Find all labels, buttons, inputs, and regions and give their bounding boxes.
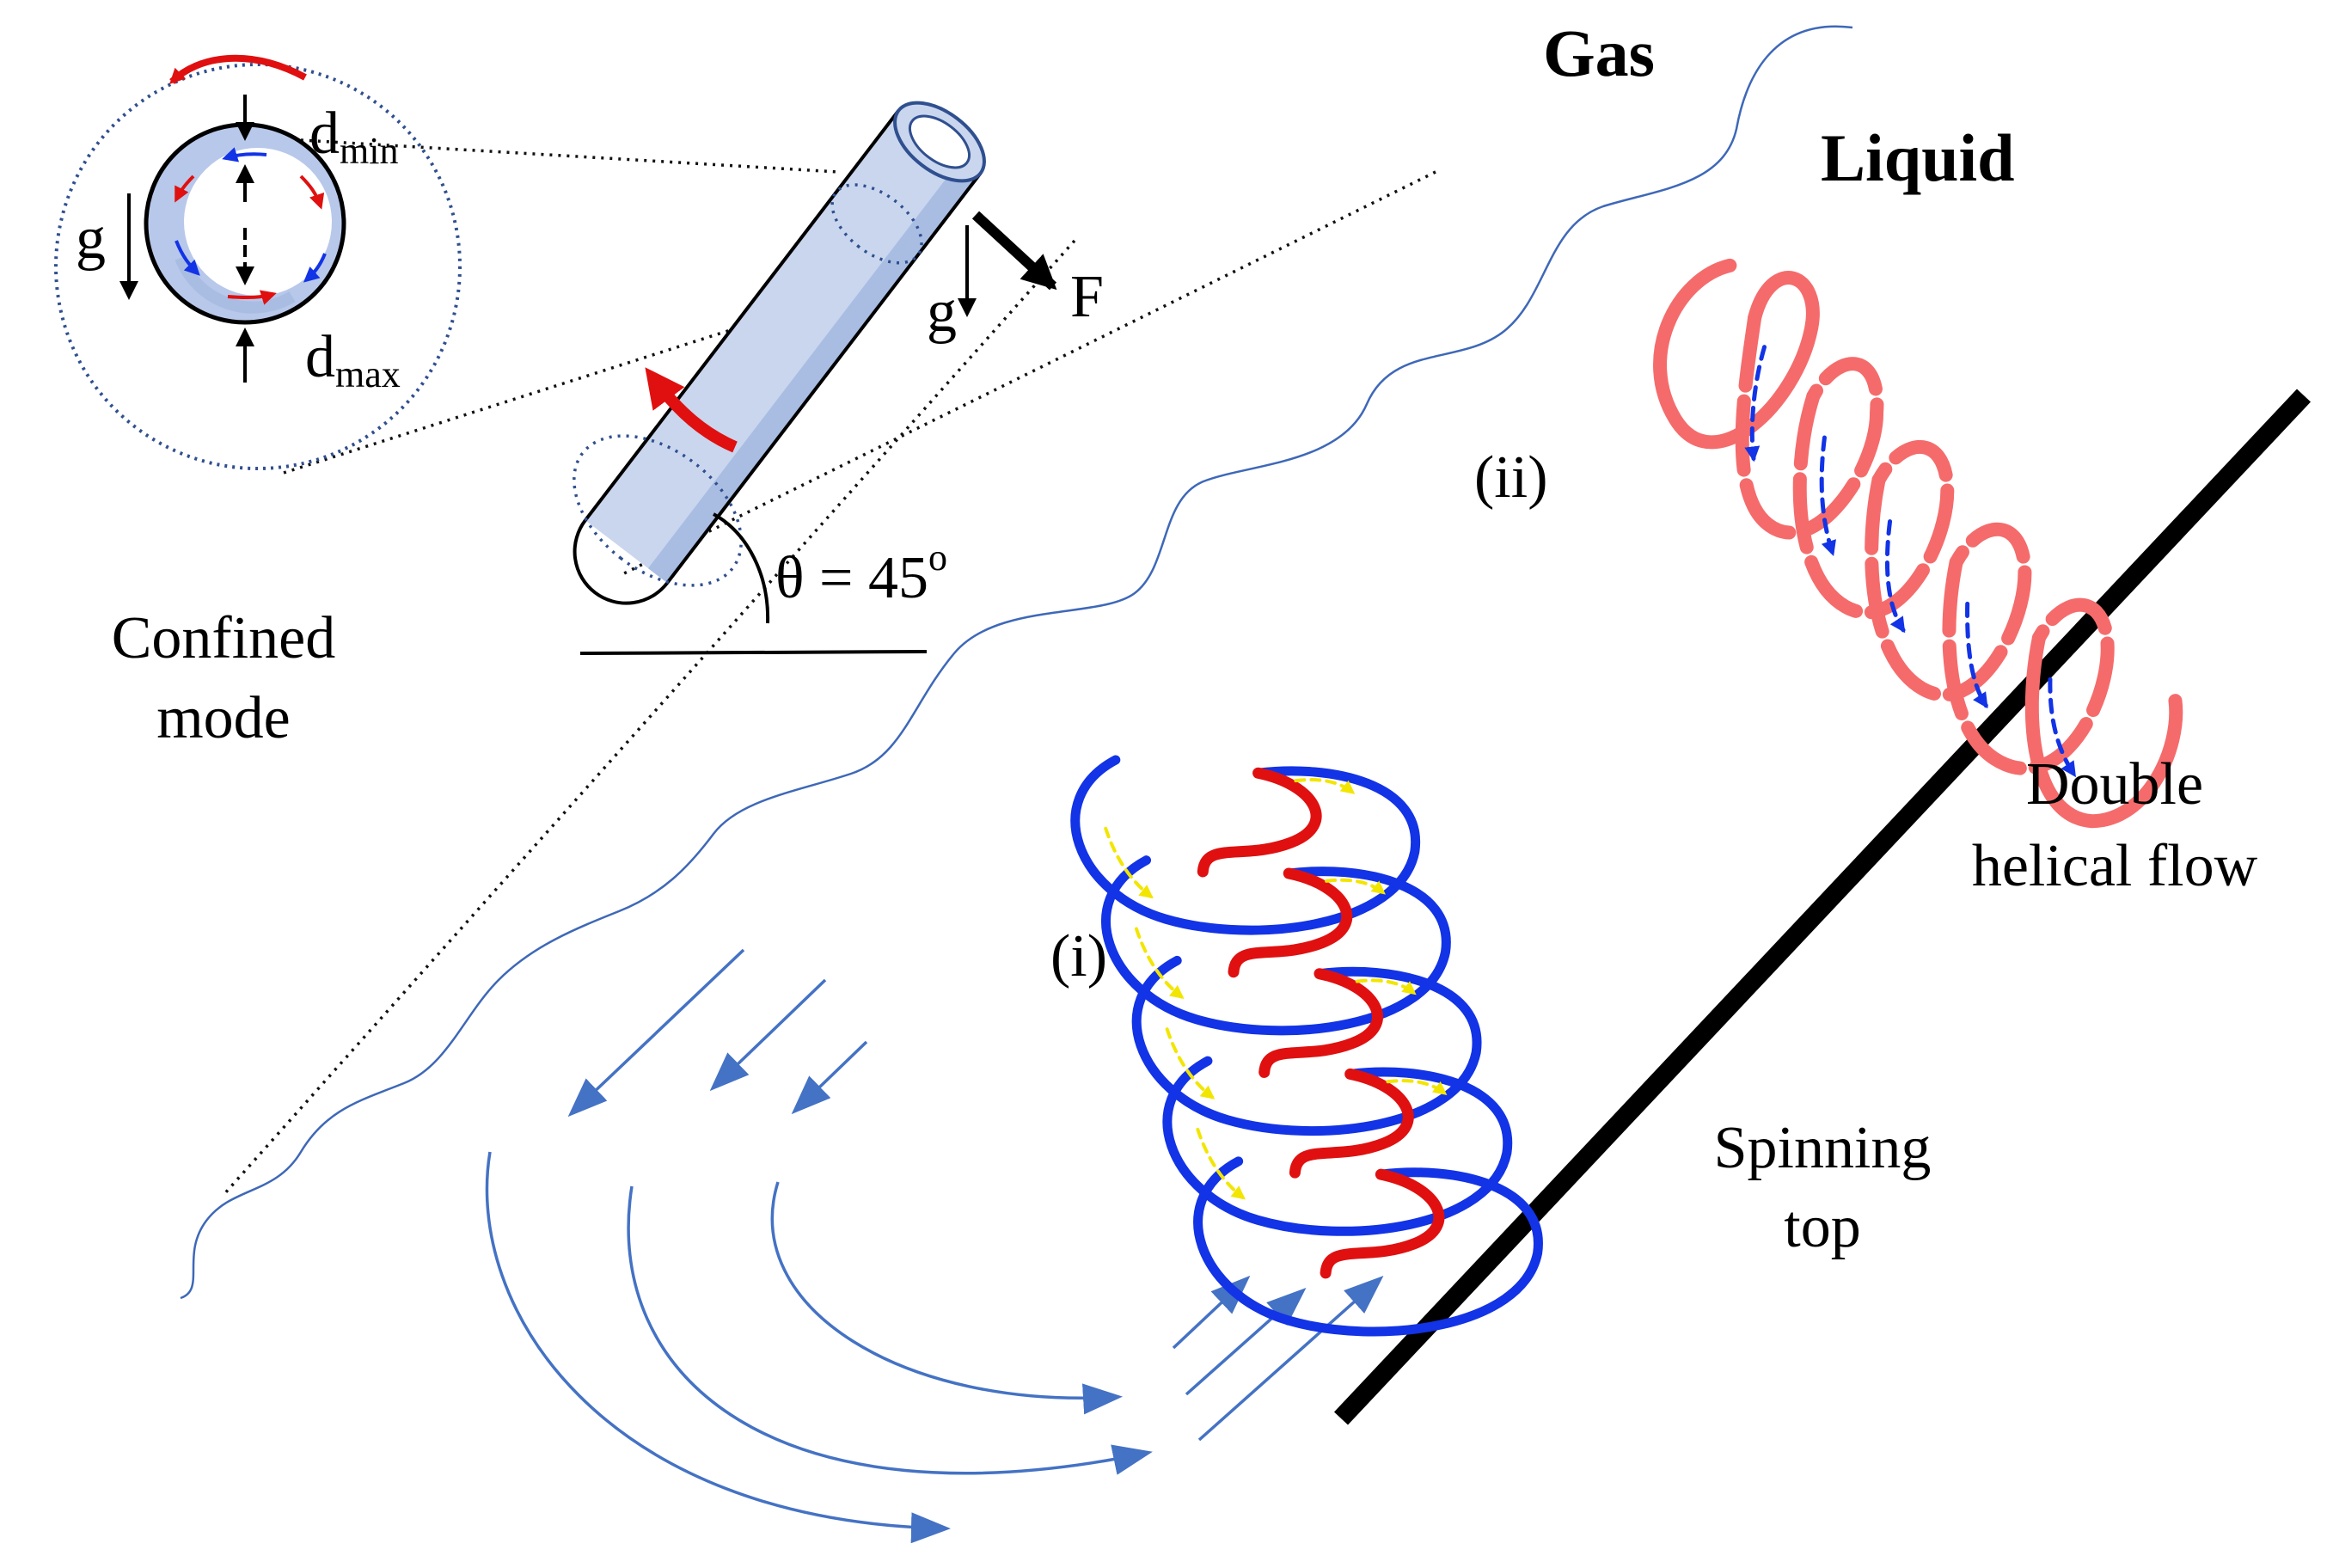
inclined-tube [573,101,986,605]
flow-arrow [567,948,745,1118]
helix-ii [1653,258,2183,829]
double-helical-flow-label-line1: Double [2026,751,2203,818]
projection-lines [222,136,1436,1197]
flow-arrow [709,978,827,1092]
flow-arrows [485,948,1384,1544]
flow-arrow [1185,1288,1307,1396]
gas-liquid-interface [180,25,1853,1300]
d-min-label: dmin [309,101,398,172]
flow-arrow [485,1151,951,1544]
flow-arrow [791,1040,868,1115]
helix-ii-label: (ii) [1474,444,1548,511]
d-max-label: dmax [305,324,401,395]
flow-arrow [627,1185,1153,1475]
angle-label: θ = 45o [775,536,947,611]
inclined-wall [1333,389,2312,1425]
confined-mode-label-line2: mode [156,685,291,751]
horizontal-reference-line [579,650,928,655]
force-arrow-icon [971,211,1057,291]
spinning-top-label-line1: Spinning [1714,1115,1932,1181]
helix-i [1070,755,1543,1337]
double-helical-flow-label-line2: helical flow [1972,833,2258,899]
gravity-label-inset: g [76,205,106,272]
liquid-label: Liquid [1821,120,2015,195]
cross-section-inset [54,54,462,470]
gravity-label-tube: g [927,279,957,345]
flow-arrow [770,1181,1123,1415]
confined-mode-label-line1: Confined [112,605,336,671]
spinning-top-label-line2: top [1784,1194,1860,1260]
gas-label: Gas [1543,15,1655,90]
helix-i-label: (i) [1050,923,1107,989]
force-label: F [1070,264,1104,330]
flow-arrow [1197,1276,1384,1442]
angle-arc [713,512,770,624]
rotation-arrow-icon [645,367,738,453]
